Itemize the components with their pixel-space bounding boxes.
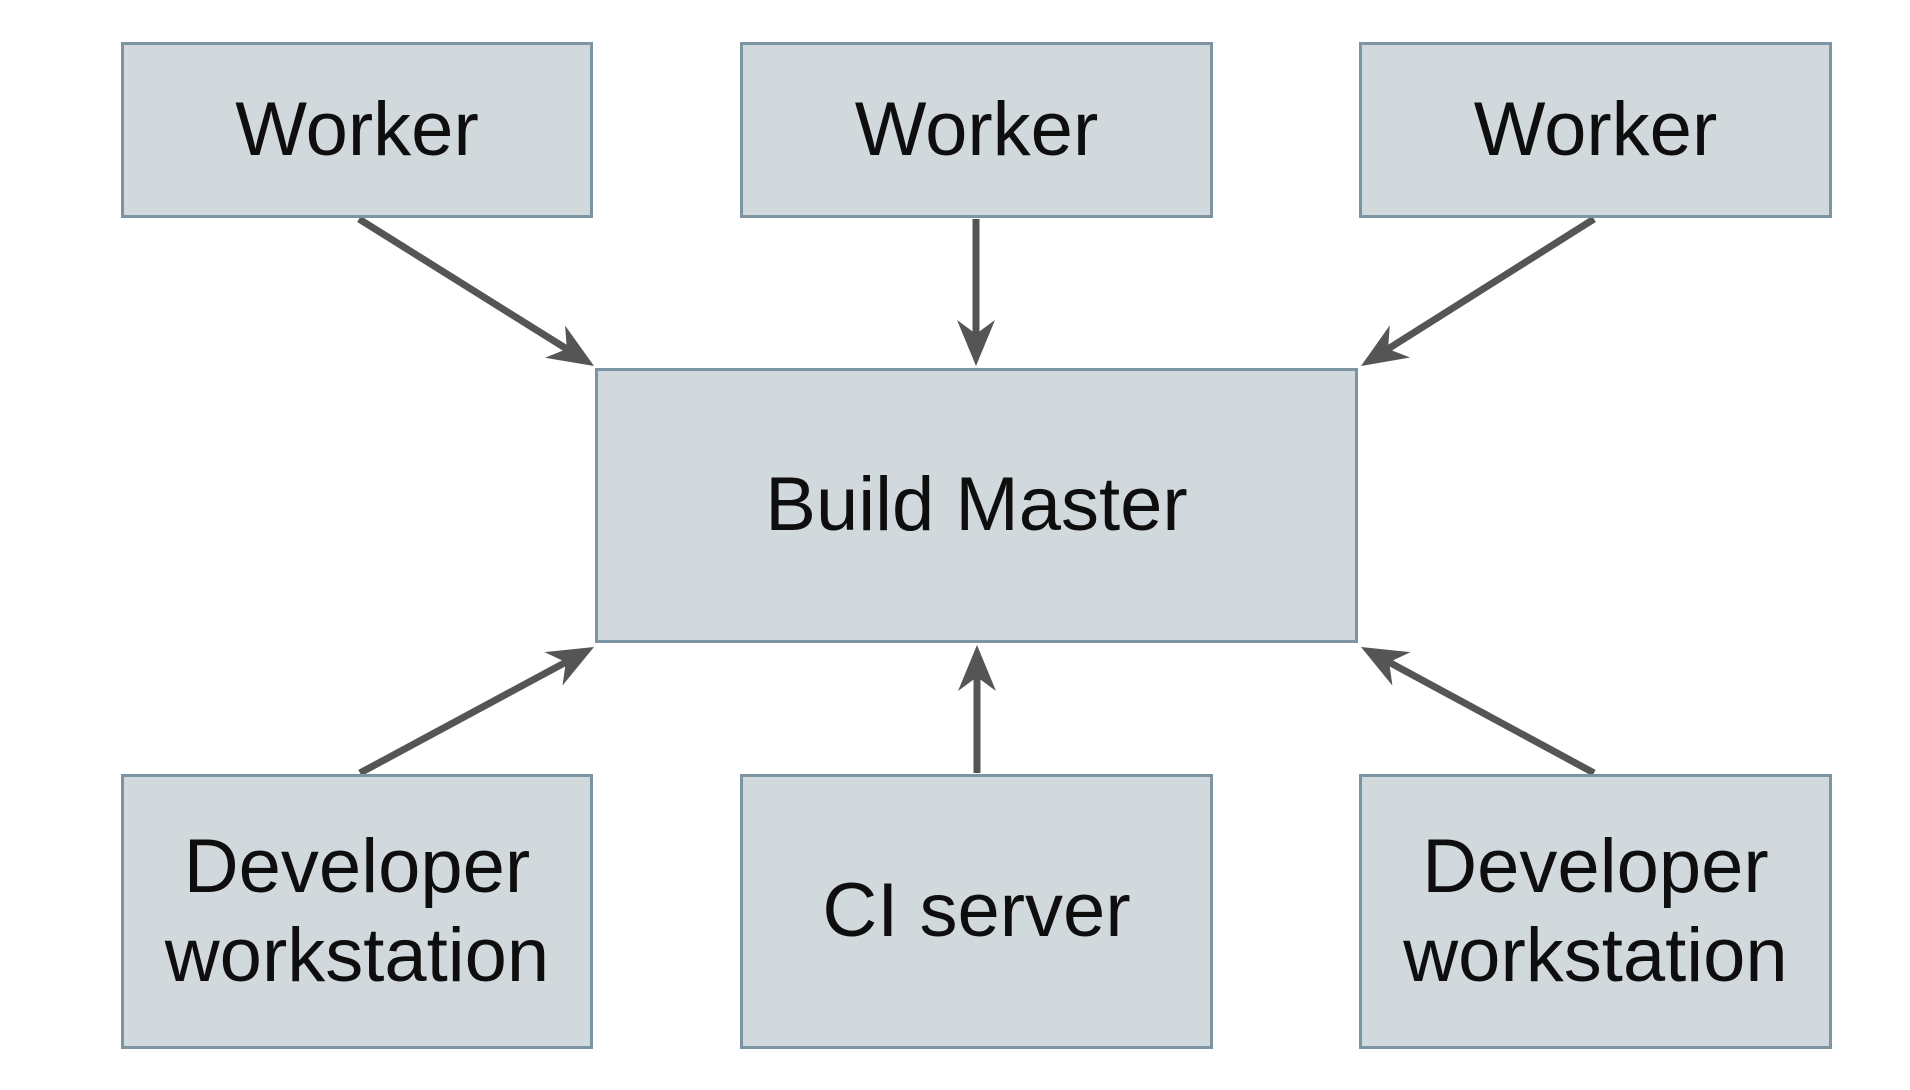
node-worker-3-label: Worker (1473, 86, 1718, 172)
node-developer-workstation-1-label: Developer workstation (164, 823, 550, 998)
arrowhead-worker-2-to-build-master (957, 320, 995, 366)
node-build-master-label: Build Master (765, 462, 1188, 548)
arrow-worker-3-to-build-master (1386, 216, 1596, 352)
arrowhead-developer-workstation-1-to-build-master (544, 647, 594, 686)
node-worker-2-label: Worker (854, 86, 1099, 172)
node-developer-workstation-2-label: Developer workstation (1403, 823, 1788, 998)
node-developer-workstation-2: Developer workstation (1359, 774, 1832, 1049)
node-worker-1: Worker (121, 42, 593, 218)
arrowhead-worker-1-to-build-master (544, 325, 594, 366)
node-worker-3: Worker (1359, 42, 1832, 218)
node-worker-2: Worker (740, 42, 1213, 218)
arrow-developer-workstation-1-to-build-master (358, 659, 568, 777)
arrowhead-worker-3-to-build-master (1361, 325, 1411, 366)
arrow-developer-workstation-2-to-build-master (1387, 659, 1596, 777)
node-ci-server: CI server (740, 774, 1213, 1049)
arrowhead-ci-server-to-build-master (958, 645, 996, 691)
node-ci-server-label: CI server (822, 868, 1131, 954)
arrow-worker-1-to-build-master (357, 216, 569, 352)
node-developer-workstation-1: Developer workstation (121, 774, 593, 1049)
node-worker-1-label: Worker (235, 86, 479, 172)
arrowhead-developer-workstation-2-to-build-master (1361, 647, 1411, 686)
node-build-master: Build Master (595, 368, 1358, 643)
